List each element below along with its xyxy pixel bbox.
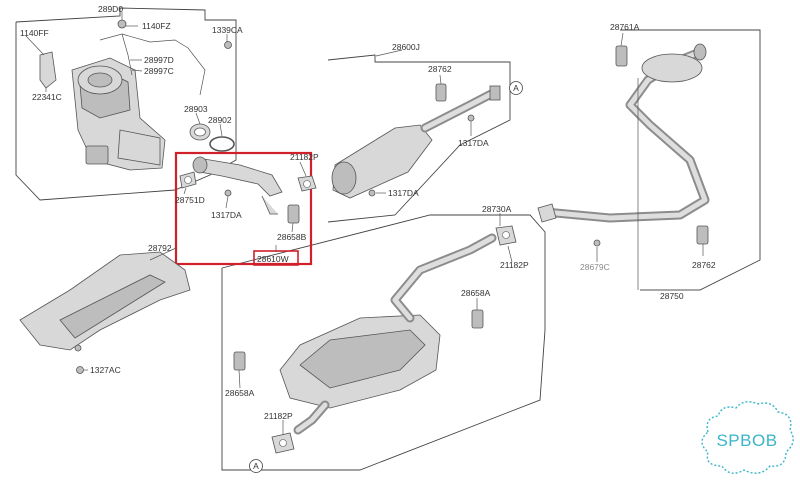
label-28658A-right: 28658A bbox=[461, 288, 491, 298]
label-1140FZ: 1140FZ bbox=[142, 21, 171, 31]
hanger-28658A-left bbox=[233, 351, 246, 371]
catalytic-converter bbox=[71, 57, 166, 171]
label-1317DA-a: 1317DA bbox=[211, 210, 242, 220]
callout-a-top: A bbox=[509, 81, 523, 95]
spbob-watermark: SPBOB bbox=[701, 401, 794, 474]
catalytic-converter-frame bbox=[15, 7, 237, 201]
label-28792: 28792 bbox=[148, 243, 172, 253]
label-28658B: 28658B bbox=[277, 232, 307, 242]
muffler-frame bbox=[221, 214, 546, 471]
hanger-28658B bbox=[287, 204, 300, 224]
label-28762-top: 28762 bbox=[428, 64, 452, 74]
label-28658A-left: 28658A bbox=[225, 388, 255, 398]
label-1339CA: 1339CA bbox=[212, 25, 243, 35]
gasket-21182P-bottom bbox=[271, 432, 295, 454]
callout-a-top-text: A bbox=[513, 83, 519, 93]
label-22341C: 22341C bbox=[32, 92, 62, 102]
sensor-wire bbox=[99, 19, 232, 96]
label-28902: 28902 bbox=[208, 115, 232, 125]
hanger-28761A bbox=[615, 45, 628, 67]
label-1317DA-b: 1317DA bbox=[458, 138, 489, 148]
clamp-28902 bbox=[209, 136, 235, 152]
heat-shield-28792 bbox=[19, 251, 191, 352]
label-28751D: 28751D bbox=[175, 195, 205, 205]
label-21182P-mid: 21182P bbox=[500, 260, 529, 270]
front-pipe-28610W bbox=[192, 156, 283, 215]
bolt-1317DA-c bbox=[368, 189, 376, 197]
label-28610W: 28610W bbox=[257, 254, 289, 264]
label-21182P-top: 21182P bbox=[290, 152, 319, 162]
gasket-28903 bbox=[189, 123, 211, 141]
label-1317DA-c: 1317DA bbox=[388, 188, 419, 198]
label-28997C: 28997C bbox=[144, 66, 174, 76]
bolt-1327AC bbox=[76, 366, 84, 374]
label-289D0: 289D0 bbox=[98, 4, 123, 14]
label-28600J: 28600J bbox=[392, 42, 420, 52]
label-1327AC: 1327AC bbox=[90, 365, 121, 375]
callout-a-bottom: A bbox=[249, 459, 263, 473]
hanger-28762-top bbox=[435, 83, 447, 102]
label-28903: 28903 bbox=[184, 104, 208, 114]
label-28762-right: 28762 bbox=[692, 260, 716, 270]
bolt-1317DA-b bbox=[467, 114, 475, 122]
bracket-22341C bbox=[39, 51, 57, 89]
label-1140FF: 1140FF bbox=[20, 28, 49, 38]
label-28679C: 28679C bbox=[580, 262, 610, 272]
watermark-text: SPBOB bbox=[716, 431, 777, 450]
hanger-28762-right bbox=[696, 225, 709, 245]
gasket-28679C bbox=[537, 203, 601, 247]
label-28750: 28750 bbox=[660, 291, 684, 301]
part-labels: 289D0 1140FZ 1140FF 1339CA 28997D 28997C… bbox=[20, 4, 716, 421]
gasket-28751D bbox=[179, 171, 197, 189]
muffler-28730A bbox=[279, 233, 497, 435]
label-28761A: 28761A bbox=[610, 22, 640, 32]
tail-pipe-28750 bbox=[540, 43, 710, 223]
hanger-28658A-right bbox=[471, 309, 484, 329]
gasket-21182P-mid bbox=[495, 225, 517, 246]
label-21182P-bottom: 21182P bbox=[264, 411, 293, 421]
callout-a-bottom-text: A bbox=[253, 461, 259, 471]
center-pipe-28600J bbox=[331, 85, 501, 199]
bolt-1317DA-a bbox=[224, 189, 232, 197]
gasket-21182P-top bbox=[297, 175, 317, 192]
label-28997D: 28997D bbox=[144, 55, 174, 65]
label-28730A: 28730A bbox=[482, 204, 512, 214]
leader-lines bbox=[25, 12, 704, 435]
